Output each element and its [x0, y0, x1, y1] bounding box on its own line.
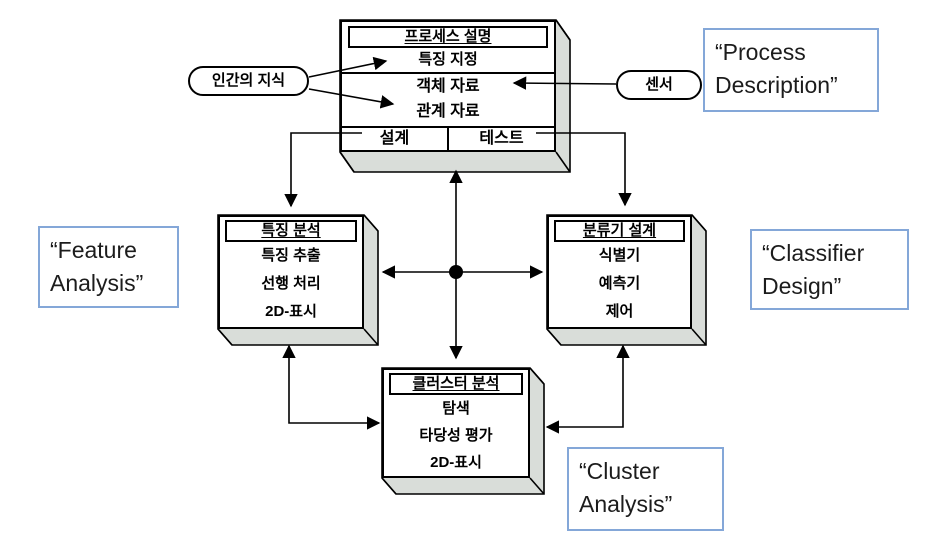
feature-extraction-line: 특징 추출	[261, 247, 321, 264]
feature-analysis-box: 특징 분석 특징 추출 선행 처리 2D-표시	[218, 215, 364, 329]
classifier-design-box: 분류기 설계 식별기 예측기 제어	[547, 215, 692, 329]
validity-evaluation-line: 타당성 평가	[419, 427, 493, 444]
classifier-box-title: 분류기 설계	[554, 220, 685, 242]
arrow-classifier-cluster-link	[545, 344, 630, 434]
hub-dot	[449, 265, 463, 279]
cluster-2d-display-line: 2D-표시	[430, 454, 482, 471]
process-box-title: 프로세스 설명	[348, 26, 548, 48]
callout-feature-analysis: “Feature Analysis”	[38, 226, 179, 308]
cluster-box-title: 클러스터 분석	[389, 373, 523, 395]
control-line: 제어	[605, 303, 634, 320]
sensor-oval: 센서	[616, 70, 702, 100]
object-data-row: 객체 자료	[416, 78, 480, 95]
data-rows: 객체 자료 관계 자료	[342, 74, 554, 128]
design-test-row: 설계 테스트	[342, 128, 554, 152]
identifier-line: 식별기	[598, 247, 641, 264]
exploration-line: 탐색	[442, 400, 470, 417]
preprocessing-line: 선행 처리	[261, 275, 321, 292]
cluster-box-body: 탐색 타당성 평가 2D-표시	[384, 395, 528, 476]
human-knowledge-oval: 인간의 지식	[188, 66, 309, 96]
feature-box-body: 특징 추출 선행 처리 2D-표시	[220, 242, 362, 326]
callout-cluster-analysis: “Cluster Analysis”	[567, 447, 724, 531]
feature-assignment-row: 특징 지정	[342, 48, 554, 74]
design-cell: 설계	[342, 128, 449, 152]
feature-box-title: 특징 분석	[225, 220, 357, 242]
test-cell: 테스트	[479, 130, 524, 147]
callout-process-description: “Process Description”	[703, 28, 879, 112]
cluster-analysis-box: 클러스터 분석 탐색 타당성 평가 2D-표시	[382, 368, 530, 478]
process-description-box: 프로세스 설명 특징 지정 객체 자료 관계 자료 설계 테스트	[340, 20, 556, 152]
predictor-line: 예측기	[598, 275, 641, 292]
arrow-feature-cluster-link	[282, 344, 381, 430]
feature-2d-display-line: 2D-표시	[265, 303, 317, 320]
callout-classifier-design: “Classifier Design”	[750, 229, 909, 310]
relation-data-row: 관계 자료	[416, 103, 480, 120]
classifier-box-body: 식별기 예측기 제어	[549, 242, 690, 326]
